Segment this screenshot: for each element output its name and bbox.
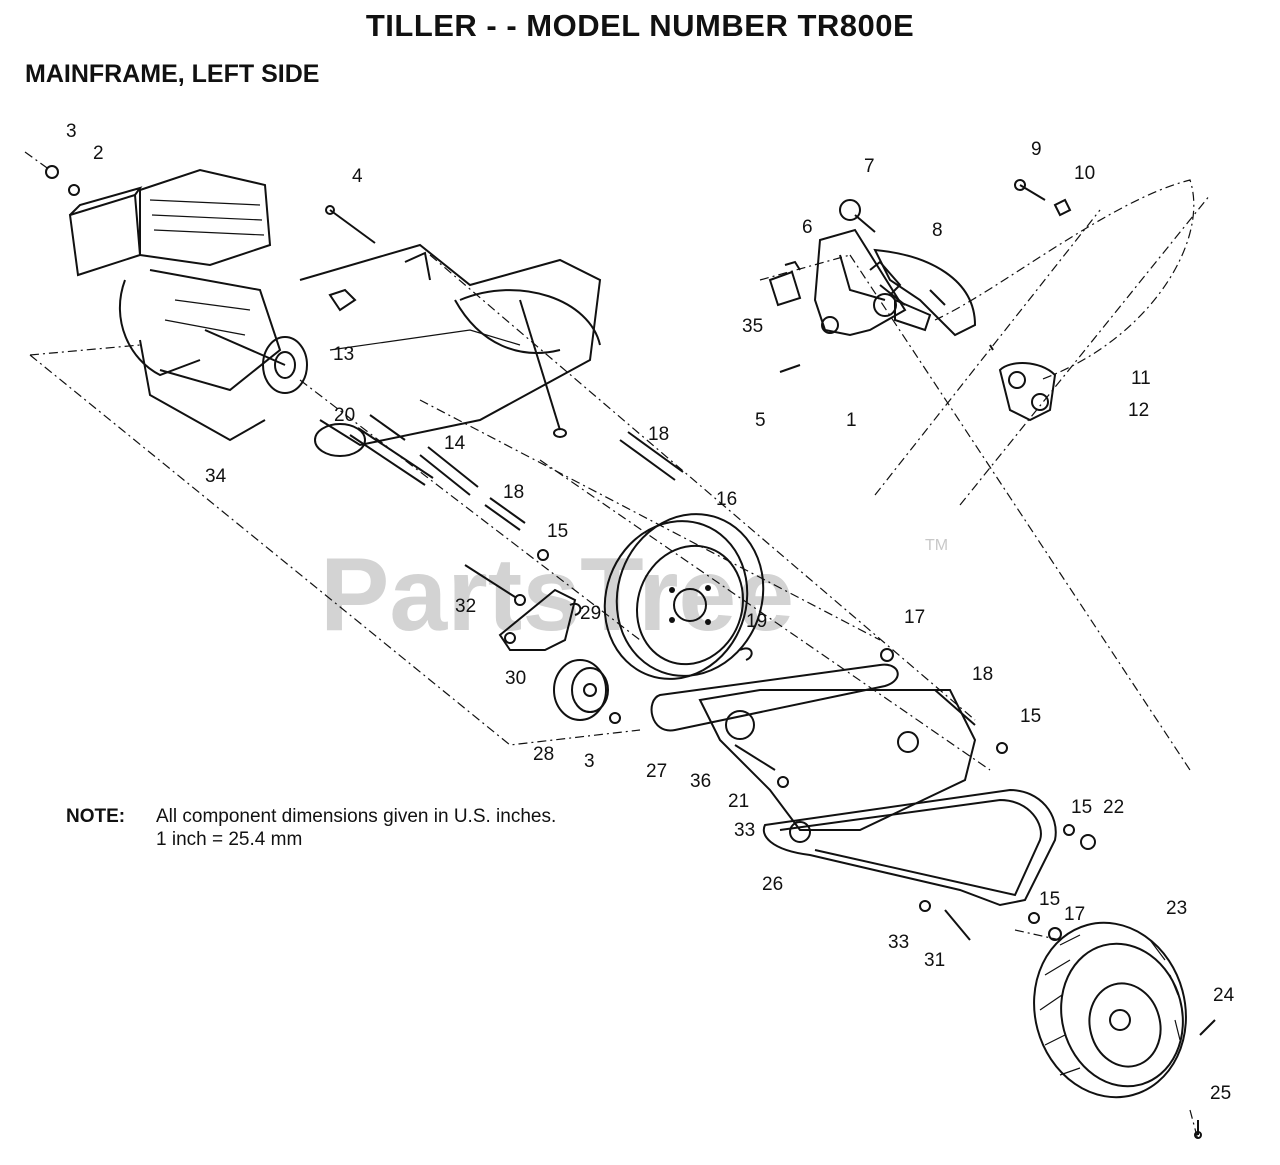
callout-17-a: 17 (904, 607, 925, 628)
callout-22: 22 (1103, 797, 1124, 818)
callout-23: 23 (1166, 898, 1187, 919)
callout-5: 5 (755, 410, 766, 431)
callout-35: 35 (742, 316, 763, 337)
tine-shield-inset (768, 179, 1211, 506)
pulley-28 (553, 659, 621, 724)
idler-bracket (464, 549, 753, 661)
callout-3-top: 3 (66, 121, 77, 142)
note-line-1: All component dimensions given in U.S. i… (156, 806, 557, 827)
callout-20: 20 (334, 405, 355, 426)
pulley-16 (603, 513, 765, 680)
callout-9: 9 (1031, 139, 1042, 160)
callout-27: 27 (646, 761, 667, 782)
callout-10: 10 (1074, 163, 1095, 184)
callout-16: 16 (716, 489, 737, 510)
callout-26: 26 (762, 874, 783, 895)
callout-29: 29 (580, 603, 601, 624)
nut-3 (45, 165, 59, 179)
dimensions-note: NOTE: All component dimensions given in U… (66, 805, 556, 851)
callout-25: 25 (1210, 1083, 1231, 1104)
callout-18-a: 18 (648, 424, 669, 445)
callout-11: 11 (1131, 368, 1151, 389)
diagram-subtitle: MAINFRAME, LEFT SIDE (25, 60, 320, 88)
engine-drawing (68, 168, 308, 442)
callout-19: 19 (746, 611, 767, 632)
callout-15-c: 15 (1071, 797, 1092, 818)
callout-8: 8 (932, 220, 943, 241)
callout-18-b: 18 (503, 482, 524, 503)
callout-18-c: 18 (972, 664, 993, 685)
callout-17-b: 17 (1064, 904, 1085, 925)
callout-2: 2 (93, 143, 104, 164)
callout-13: 13 (333, 344, 354, 365)
callout-15-b: 15 (1020, 706, 1041, 727)
callout-36: 36 (690, 771, 711, 792)
callout-1: 1 (846, 410, 857, 431)
note-line-2: 1 inch = 25.4 mm (156, 829, 303, 850)
callout-33-a: 33 (734, 820, 755, 841)
callout-12: 12 (1128, 400, 1149, 421)
callout-14: 14 (444, 433, 466, 454)
callout-28: 28 (533, 744, 554, 765)
note-label: NOTE: (66, 806, 126, 827)
watermark-text: PartsTree (320, 537, 794, 653)
wheel-23 (1033, 921, 1216, 1139)
callout-33-b: 33 (888, 932, 909, 953)
callout-15-a: 15 (547, 521, 568, 542)
callout-21: 21 (728, 791, 749, 812)
callout-24: 24 (1213, 985, 1235, 1006)
callout-31: 31 (924, 950, 945, 971)
bolt-4-head (325, 205, 335, 215)
washer-2 (68, 184, 80, 196)
callout-15-d: 15 (1039, 889, 1060, 910)
callout-6: 6 (802, 217, 813, 238)
callout-32: 32 (455, 596, 476, 617)
callout-30: 30 (505, 668, 526, 689)
callout-4: 4 (352, 166, 363, 187)
cover-26 (762, 788, 1096, 941)
callout-7: 7 (864, 156, 875, 177)
bolt-4 (329, 209, 376, 244)
belt-27 (650, 648, 1008, 831)
callout-34: 34 (205, 466, 227, 487)
watermark-trademark: TM (925, 537, 948, 554)
shafts (349, 414, 684, 531)
callout-3-bottom: 3 (584, 751, 595, 772)
diagram-title: TILLER - - MODEL NUMBER TR800E (365, 8, 915, 43)
callout-labels: 3 2 4 7 9 10 6 8 35 13 11 12 5 1 20 34 1… (66, 121, 1235, 1104)
